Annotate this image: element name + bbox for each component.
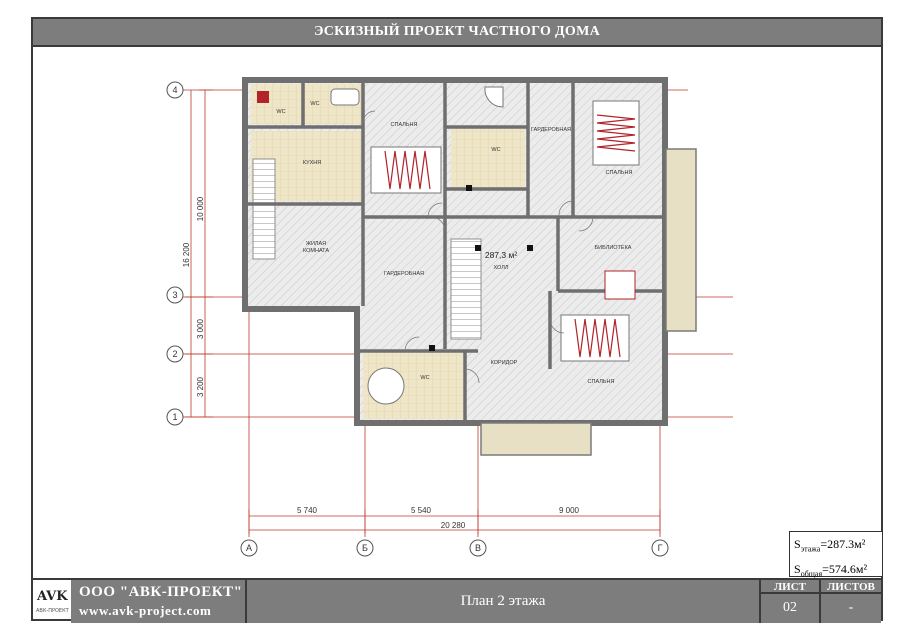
total-area-symbol: S <box>794 562 801 577</box>
room-wc-3: WC <box>491 147 500 153</box>
room-wc-2: WC <box>310 101 319 107</box>
sheet-label: ЛИСТ <box>761 580 821 594</box>
sheet-number: 02 <box>761 594 821 623</box>
vertical-dimensions <box>185 89 213 418</box>
company-name: ООО "АВК-ПРОЕКТ" <box>79 584 243 600</box>
room-dressing-1: ГАРДЕРОБНАЯ <box>531 127 571 133</box>
room-wc-1: WC <box>276 109 285 115</box>
fireplace <box>604 270 636 300</box>
logo-subtext: АВК-ПРОЕКТ <box>36 608 69 614</box>
balcony-bottom <box>480 422 592 456</box>
room-bedroom-1: СПАЛЬНЯ <box>391 122 418 128</box>
drawing-sheet: ЭСКИЗНЫЙ ПРОЕКТ ЧАСТНОГО ДОМА <box>31 17 883 623</box>
beds <box>370 100 640 362</box>
columns <box>429 185 533 351</box>
axis-label-2: 2 <box>172 349 177 359</box>
room-bedroom-2: СПАЛЬНЯ <box>606 170 633 176</box>
axis-bubble-4 <box>166 81 184 99</box>
axis-bubble-2 <box>166 345 184 363</box>
axis-bubble-1 <box>166 408 184 426</box>
door-swings <box>362 110 594 384</box>
floor-plan: 10 000 3 000 3 200 16 200 5 740 5 540 9 … <box>166 77 733 557</box>
room-corridor: КОРИДОР <box>491 360 518 366</box>
area-summary: Sэтажа=287.3м² Sобщая=574.6м² <box>789 531 883 579</box>
axis-bubble-G <box>651 539 669 557</box>
dim-v-total: 16 200 <box>182 242 191 267</box>
wc-center-floor <box>451 129 525 189</box>
room-living-2: КОМНАТА <box>303 248 329 254</box>
title-block: AVK АВК-ПРОЕКТ ООО "АВК-ПРОЕКТ" www.avk-… <box>33 578 881 623</box>
plan-title-cell: План 2 этажа <box>247 580 761 623</box>
title-bar: ЭСКИЗНЫЙ ПРОЕКТ ЧАСТНОГО ДОМА <box>33 19 881 47</box>
sheets-count: - <box>821 594 881 623</box>
total-area-sub: общая <box>800 569 823 579</box>
room-kitchen: КУХНЯ <box>303 160 321 166</box>
room-wc-4: WC <box>420 375 429 381</box>
axis-label-3: 3 <box>172 290 177 300</box>
room-dressing-2: ГАРДЕРОБНАЯ <box>384 271 424 277</box>
logo: AVK АВК-ПРОЕКТ <box>33 580 72 623</box>
project-title: ЭСКИЗНЫЙ ПРОЕКТ ЧАСТНОГО ДОМА <box>313 24 601 39</box>
total-area-row: Sобщая=574.6м² <box>794 559 878 584</box>
floor-area-row: Sэтажа=287.3м² <box>794 534 878 559</box>
dim-v-1: 10 000 <box>196 196 205 221</box>
axis-label-4: 4 <box>172 85 177 95</box>
axis-bubble-V <box>469 539 487 557</box>
plan-name: План 2 этажа <box>460 593 546 609</box>
axis-label-1: 1 <box>172 412 177 422</box>
company-website[interactable]: www.avk-project.com <box>79 603 212 618</box>
staircase-center <box>450 238 482 340</box>
axis-bubble-A <box>240 539 258 557</box>
axis-label-A: А <box>246 543 252 553</box>
bathtub <box>330 88 360 106</box>
company-block: ООО "АВК-ПРОЕКТ" www.avk-project.com <box>71 580 247 623</box>
axis-bubble-3 <box>166 286 184 304</box>
bed-1 <box>370 146 442 194</box>
sheets-label: ЛИСТОВ <box>821 580 881 594</box>
floor-area-sub: этажа <box>800 544 821 554</box>
dim-h-3: 9 000 <box>559 506 580 515</box>
dim-h-total: 20 280 <box>441 521 466 530</box>
axis-label-V: В <box>475 543 481 553</box>
boiler <box>257 91 269 103</box>
dim-h-1: 5 740 <box>297 506 318 515</box>
balcony-right <box>665 148 697 332</box>
horizontal-dimensions <box>248 509 661 534</box>
wc-left-floor <box>251 84 303 124</box>
floor-area-value: =287.3м² <box>820 537 866 551</box>
corner-bath <box>484 86 504 108</box>
dim-v-3: 3 200 <box>196 376 205 397</box>
axis-label-B: Б <box>362 543 368 553</box>
dim-v-2: 3 000 <box>196 318 205 339</box>
logo-mark: AVK <box>37 589 68 604</box>
total-area-value: =574.6м² <box>822 562 868 577</box>
room-hall: ХОЛЛ <box>494 265 509 271</box>
hall-area: 287,3 м² <box>485 250 517 260</box>
room-library: БИБЛИОТЕКА <box>595 245 632 251</box>
axis-label-G: Г <box>658 543 663 553</box>
floor-area-symbol: S <box>794 537 801 551</box>
axis-bubble-B <box>356 539 374 557</box>
room-bedroom-3: СПАЛЬНЯ <box>588 379 615 385</box>
round-bath <box>367 367 405 405</box>
room-living-1: ЖИЛАЯ <box>306 241 326 247</box>
dim-h-2: 5 540 <box>411 506 432 515</box>
staircase-left <box>252 158 276 260</box>
